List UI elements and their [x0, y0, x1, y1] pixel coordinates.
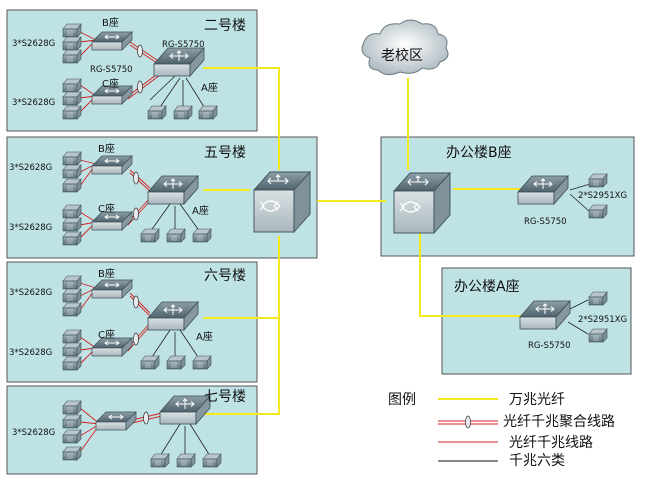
legend-title: 图例	[388, 392, 416, 408]
access-switch-icon	[62, 429, 82, 444]
cloud-label: 老校区	[381, 47, 423, 64]
b6-c-zuo-label: C座	[98, 328, 115, 341]
access-switch-icon	[62, 49, 82, 64]
access-switch-icon	[150, 453, 170, 468]
legend-item-cat6: 千兆六类	[509, 453, 565, 469]
access-switch-icon	[62, 178, 82, 193]
b5-count-top-label: 3*S2628G	[9, 163, 52, 173]
building-2-links	[79, 31, 207, 113]
access-switch-icon	[588, 173, 608, 188]
access-switch-icon	[202, 453, 222, 468]
access-switch-icon	[176, 453, 196, 468]
access-switch-icon	[62, 414, 82, 429]
access-switch-icon	[192, 228, 212, 243]
access-switch-icon	[62, 329, 82, 344]
access-switch-icon	[62, 151, 82, 166]
access-switch-icon	[62, 105, 82, 120]
b6-count-top-label: 3*S2628G	[9, 288, 52, 298]
b2-b-zuo-label: B座	[102, 16, 119, 29]
legend-item-aggregate: 光纤千兆聚合线路	[503, 414, 615, 430]
access-switch-icon	[166, 355, 186, 370]
access-switch-icon	[62, 217, 82, 232]
b6-b-zuo-label: B座	[98, 267, 115, 280]
legend: 图例 万兆光纤 光纤千兆聚合线路 光纤千兆线路 千兆六类	[388, 392, 615, 469]
b6-count-bottom-label: 3*S2628G	[9, 348, 52, 358]
access-switch-icon	[166, 228, 186, 243]
access-switch-icon	[147, 105, 167, 120]
fiber-10g-links	[193, 67, 525, 415]
b5-count-bottom-label: 3*S2628G	[9, 223, 52, 233]
b2-a-zuo-label: A座	[201, 81, 218, 94]
office-b-links	[569, 183, 591, 213]
access-switch-icon	[62, 36, 82, 51]
access-switch-icon	[62, 288, 82, 303]
access-switch-icon	[62, 342, 82, 357]
access-switch-icon	[62, 164, 82, 179]
office-b-model-label: RG-S5750	[524, 217, 567, 227]
building-7-title: 七号楼	[204, 389, 246, 405]
b5-b-zuo-label: B座	[98, 142, 115, 155]
access-switch-icon	[588, 328, 608, 343]
office-a-links	[567, 299, 589, 335]
access-switch-icon	[62, 446, 82, 461]
b2-c-zuo-label: C座	[102, 77, 119, 90]
access-switch-icon	[62, 400, 82, 415]
b7-count-label: 3*S2628G	[12, 428, 55, 438]
office-b-core-switch-icon	[393, 172, 451, 234]
access-switch-icon	[140, 355, 160, 370]
access-switch-icon	[192, 355, 212, 370]
b2-count-bottom-label: 3*S2628G	[12, 98, 55, 108]
b2-count-top-label: 3*S2628G	[12, 39, 55, 49]
office-b-count-label: 2*S2951XG	[578, 191, 627, 201]
access-switch-icon	[62, 204, 82, 219]
b2-b-model-label: RG-S5750	[90, 65, 133, 75]
b5-a-zuo-label: A座	[192, 204, 209, 217]
office-a-model-label: RG-S5750	[528, 341, 571, 351]
access-switch-icon	[173, 105, 193, 120]
b6-a-zuo-label: A座	[196, 330, 213, 343]
access-switch-icon	[140, 228, 160, 243]
access-switch-icon	[198, 105, 218, 120]
access-switch-icon	[588, 204, 608, 219]
access-switch-icon	[62, 275, 82, 290]
office-a-title: 办公楼A座	[454, 279, 520, 295]
cloud-icon	[361, 19, 449, 76]
building-5-links	[79, 159, 201, 239]
legend-item-10g: 万兆光纤	[509, 392, 565, 408]
b2-core-model-label: RG-S5750	[162, 40, 205, 50]
access-switch-icon	[62, 356, 82, 371]
office-b-title: 办公楼B座	[446, 145, 512, 161]
legend-swatch-aggregate-ring	[465, 415, 471, 429]
legend-item-1g: 光纤千兆线路	[509, 435, 593, 451]
building-5-title: 五号楼	[204, 145, 246, 161]
building-6-links	[79, 282, 201, 365]
b5-c-zuo-label: C座	[98, 202, 115, 215]
access-switch-icon	[62, 302, 82, 317]
access-switch-icon	[588, 291, 608, 306]
building-2-title: 二号楼	[204, 18, 246, 34]
access-switch-icon	[62, 23, 82, 38]
access-switch-icon	[62, 91, 82, 106]
central-core-switch-icon	[253, 171, 311, 233]
access-switch-icon	[62, 231, 82, 246]
building-6-title: 六号楼	[204, 268, 246, 284]
office-a-count-label: 2*S2951XG	[578, 315, 627, 325]
access-switch-icon	[62, 78, 82, 93]
